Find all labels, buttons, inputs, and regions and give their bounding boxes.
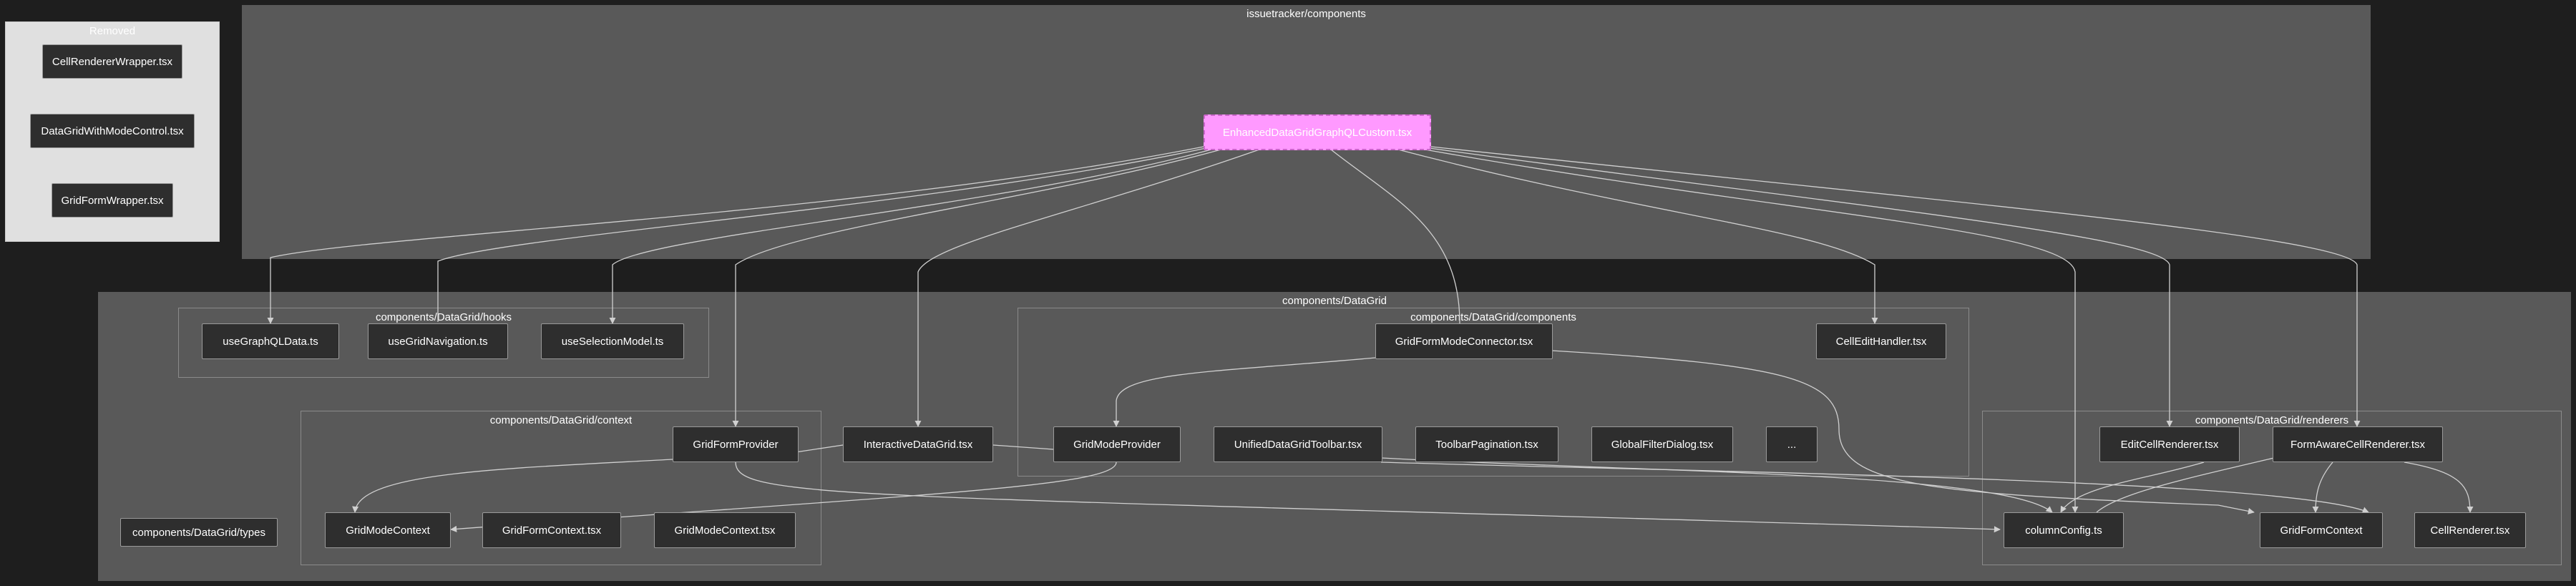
node-interactive-datagrid[interactable]: InteractiveDataGrid.tsx (843, 426, 993, 462)
node-global-filter-dialog[interactable]: GlobalFilterDialog.tsx (1591, 426, 1733, 462)
node-toolbar-pagination[interactable]: ToolbarPagination.tsx (1415, 426, 1558, 462)
node-use-grid-navigation[interactable]: useGridNavigation.ts (368, 323, 508, 359)
node-datagrid-with-mode-control[interactable]: DataGridWithModeControl.tsx (30, 114, 195, 148)
node-grid-form-context-tsx[interactable]: GridFormContext.tsx (482, 512, 621, 548)
node-cell-edit-handler[interactable]: CellEditHandler.tsx (1816, 323, 1946, 359)
node-cell-renderer-wrapper[interactable]: CellRendererWrapper.tsx (42, 44, 182, 79)
node-datagrid-types[interactable]: components/DataGrid/types (120, 518, 278, 547)
node-use-selection-model[interactable]: useSelectionModel.ts (541, 323, 684, 359)
node-grid-mode-context[interactable]: GridModeContext (325, 512, 451, 548)
cluster-hooks-title: components/DataGrid/hooks (375, 311, 512, 323)
node-form-aware-cell-renderer[interactable]: FormAwareCellRenderer.tsx (2273, 426, 2443, 462)
node-grid-form-provider[interactable]: GridFormProvider (673, 426, 799, 462)
node-ellipsis[interactable]: ... (1766, 426, 1818, 462)
node-cell-renderer[interactable]: CellRenderer.tsx (2414, 512, 2526, 548)
node-use-graphql-data[interactable]: useGraphQLData.ts (202, 323, 339, 359)
node-enhanced-datagrid-graphql-custom[interactable]: EnhancedDataGridGraphQLCustom.tsx (1204, 114, 1431, 150)
node-grid-mode-context-tsx[interactable]: GridModeContext.tsx (654, 512, 796, 548)
node-edit-cell-renderer[interactable]: EditCellRenderer.tsx (2099, 426, 2240, 462)
cluster-issuetracker-components-title: issuetracker/components (1246, 8, 1366, 20)
cluster-removed-title: Removed (89, 25, 136, 37)
node-grid-form-wrapper[interactable]: GridFormWrapper.tsx (52, 183, 173, 218)
cluster-components-title: components/DataGrid/components (1410, 311, 1576, 323)
cluster-context-title: components/DataGrid/context (489, 414, 633, 426)
node-unified-datagrid-toolbar[interactable]: UnifiedDataGridToolbar.tsx (1214, 426, 1382, 462)
node-grid-form-context[interactable]: GridFormContext (2260, 512, 2383, 548)
node-grid-form-mode-connector[interactable]: GridFormModeConnector.tsx (1375, 323, 1553, 359)
node-grid-mode-provider[interactable]: GridModeProvider (1053, 426, 1181, 462)
cluster-datagrid-title: components/DataGrid (1282, 295, 1387, 307)
cluster-renderers-title: components/DataGrid/renderers (2195, 414, 2349, 426)
node-column-config[interactable]: columnConfig.ts (2004, 512, 2124, 548)
